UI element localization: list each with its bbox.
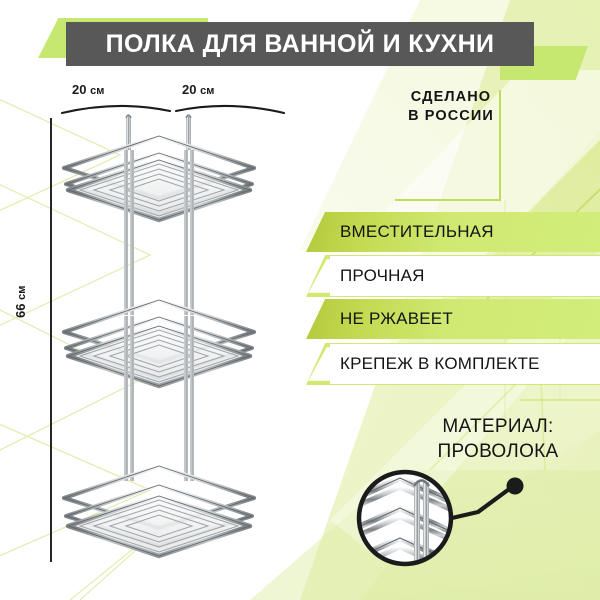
callout-endpoint-dot xyxy=(506,477,524,495)
dimension-width-left-value: 20 xyxy=(72,82,91,97)
dimension-label-width-right: 20 см xyxy=(182,82,214,97)
callout-leader-line xyxy=(449,477,524,521)
dimension-width-right-value: 20 xyxy=(182,82,201,97)
dimension-width-right-unit: см xyxy=(200,85,215,97)
dimension-label-width-left: 20 см xyxy=(72,82,104,97)
dimension-width-left-unit: см xyxy=(90,85,105,97)
callout-lens-content xyxy=(359,472,451,564)
